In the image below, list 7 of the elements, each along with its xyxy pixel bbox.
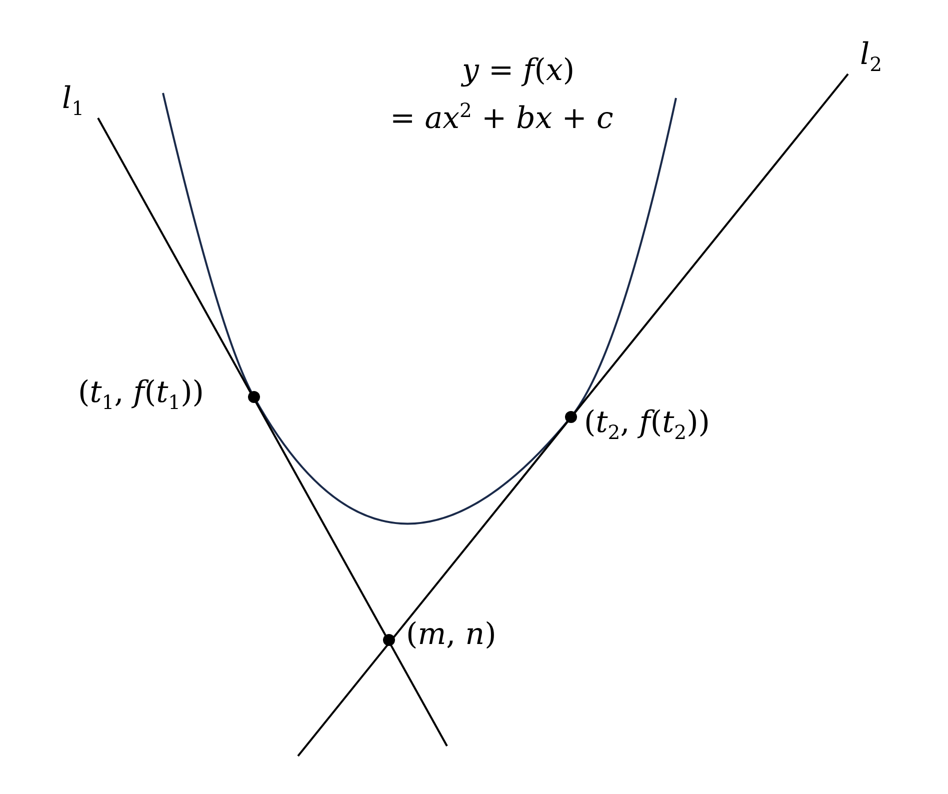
point-label: (m, n) [406, 618, 496, 651]
point-label: (t$_{2}$, f(t$_{2}$)) [584, 406, 710, 444]
equation-label: = ax$^{2}$ + bx + c [390, 100, 614, 135]
line-label: l$_{2}$ [860, 38, 882, 76]
point-label: (t$_{1}$, f(t$_{1}$)) [78, 376, 204, 414]
equation-label: y = f(x) [462, 54, 575, 87]
line-label: l$_{1}$ [62, 82, 84, 120]
